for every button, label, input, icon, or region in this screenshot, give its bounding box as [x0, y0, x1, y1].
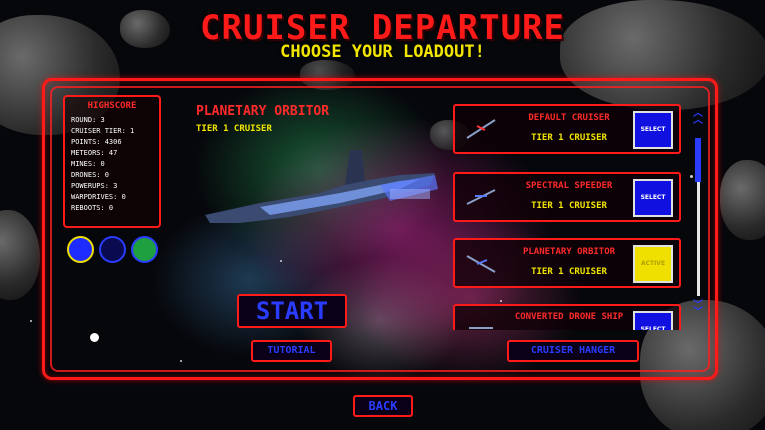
cruiser-hangar-button[interactable]: CRUISER HANGER — [507, 340, 639, 362]
loadout-frame — [42, 78, 718, 380]
active-button[interactable]: ACTIVE — [633, 245, 673, 283]
color-option-navy[interactable] — [99, 236, 126, 263]
star — [280, 260, 282, 262]
asteroid — [720, 160, 765, 240]
asteroid — [120, 10, 170, 48]
highscore-warpdrives: WARPDRIVES: 0 — [71, 193, 126, 201]
ship-thumbnail-icon — [466, 189, 496, 205]
highscore-mines: MINES: 0 — [71, 160, 105, 168]
highscore-reboots: REBOOTS: 0 — [71, 204, 114, 212]
asteroid — [300, 60, 355, 90]
highscore-panel: HIGHSCORE ROUND: 3 CRUISER TIER: 1 POINT… — [63, 95, 161, 228]
star — [90, 333, 99, 342]
ship-thumbnail-icon — [466, 119, 496, 139]
thumb-accent — [476, 259, 488, 265]
highscore-heading: HIGHSCORE — [87, 101, 137, 111]
loadout-card-tier: TIER 1 CRUISER — [531, 133, 607, 143]
select-button[interactable]: SELECT — [633, 311, 673, 330]
asteroid — [0, 210, 40, 300]
loadout-card-name: DEFAULT CRUISER — [528, 113, 610, 123]
loadout-card[interactable]: PLANETARY ORBITOR TIER 1 CRUISER ACTIVE — [453, 238, 681, 288]
star — [180, 360, 182, 362]
game-title: CRUISER DEPARTURE — [200, 8, 565, 48]
star — [690, 175, 693, 178]
star — [30, 320, 32, 322]
loadout-card[interactable]: DEFAULT CRUISER TIER 1 CRUISER SELECT — [453, 104, 681, 154]
loadout-card-name: PLANETARY ORBITOR — [522, 247, 616, 257]
ship-hull-stripe — [260, 179, 420, 215]
highscore-points: POINTS: 4306 — [71, 138, 122, 146]
selected-ship-name: PLANETARY ORBITOR — [196, 104, 330, 119]
tutorial-button[interactable]: TUTORIAL — [251, 340, 332, 362]
thumb-line — [466, 255, 496, 273]
back-button[interactable]: BACK — [353, 395, 413, 417]
start-button[interactable]: START — [237, 294, 347, 328]
ship-engine — [390, 189, 430, 199]
game-subtitle: CHOOSE YOUR LOADOUT! — [280, 42, 485, 62]
loadout-card[interactable]: CONVERTED DRONE SHIP SELECT — [453, 304, 681, 330]
highscore-drones: DRONES: 0 — [71, 171, 109, 179]
highscore-powerups: POWERUPS: 3 — [71, 182, 118, 190]
ship-fin — [345, 150, 365, 185]
thumb-accent — [476, 125, 486, 131]
star — [500, 300, 502, 302]
ship-model-image — [205, 150, 438, 223]
asteroid — [560, 0, 765, 110]
scroll-down-icon[interactable]: ﹀﹀ — [693, 300, 703, 318]
loadout-card-name: CONVERTED DRONE SHIP — [514, 312, 624, 322]
scrollbar-thumb[interactable] — [695, 138, 701, 182]
scroll-up-icon[interactable]: ︿︿ — [693, 108, 703, 126]
color-option-green[interactable] — [131, 236, 158, 263]
selected-ship-tier: TIER 1 CRUISER — [196, 124, 272, 134]
select-button[interactable]: SELECT — [633, 179, 673, 217]
loadout-list: DEFAULT CRUISER TIER 1 CRUISER SELECT SP… — [453, 104, 681, 330]
loadout-card-name: SPECTRAL SPEEDER — [525, 181, 613, 191]
loadout-frame-inner — [50, 86, 710, 372]
ship-thumbnail-icon — [466, 255, 496, 273]
loadout-card[interactable]: SPECTRAL SPEEDER TIER 1 CRUISER SELECT — [453, 172, 681, 222]
highscore-round: ROUND: 3 — [71, 116, 105, 124]
scrollbar-track[interactable] — [697, 138, 700, 296]
loadout-card-tier: TIER 1 CRUISER — [531, 267, 607, 277]
color-option-blue[interactable] — [67, 236, 94, 263]
highscore-meteors: METEORS: 47 — [71, 149, 118, 157]
highscore-cruiser-tier: CRUISER TIER: 1 — [71, 127, 135, 135]
loadout-card-tier: TIER 1 CRUISER — [531, 201, 607, 211]
ship-thumbnail-icon — [469, 327, 493, 329]
select-button[interactable]: SELECT — [633, 111, 673, 149]
